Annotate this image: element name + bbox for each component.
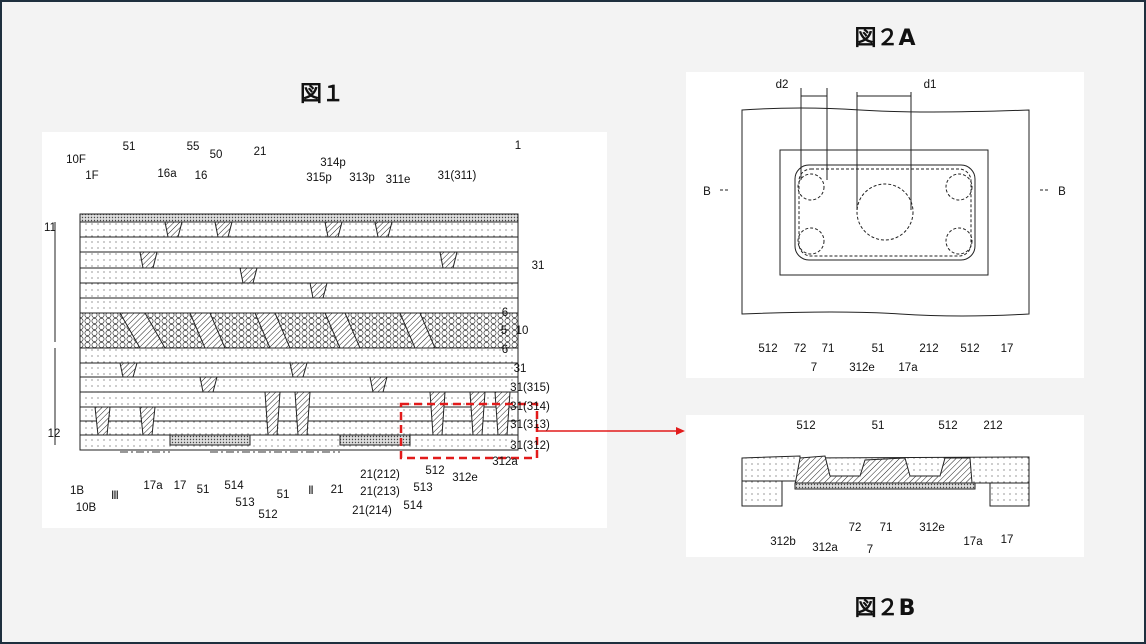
fig2b-label: 71 <box>879 522 893 534</box>
fig1-label: 21 <box>253 146 267 158</box>
fig1-label: 512 <box>425 465 445 477</box>
fig2a-label: B <box>1058 186 1066 198</box>
fig1-label: 10 <box>515 325 529 337</box>
fig2b-label: 212 <box>983 420 1003 432</box>
arrow-head-icon <box>676 427 685 435</box>
fig1-label: 51 <box>276 489 290 501</box>
fig1-label: 314p <box>320 157 346 169</box>
figure-2a-plan-view <box>720 88 1050 317</box>
fig1-label: 514 <box>224 480 244 492</box>
fig1-label: 21(213) <box>360 486 400 498</box>
fig2b-label: 72 <box>848 522 862 534</box>
fig1-label: 5 <box>500 325 508 337</box>
fig2a-label: B <box>703 186 711 198</box>
fig1-label: 31(312) <box>510 440 550 452</box>
fig2b-label: 7 <box>866 544 874 556</box>
fig1-label: 315p <box>306 172 332 184</box>
fig1-label: 1B <box>69 485 85 497</box>
figure-1-title: 図１ <box>299 82 345 107</box>
fig1-label: 21(214) <box>352 505 392 517</box>
fig2a-label: 72 <box>793 343 807 355</box>
fig1-label: 10F <box>66 154 86 166</box>
fig2b-label: 312a <box>812 542 838 554</box>
fig1-label: 55 <box>186 141 200 153</box>
fig1-label: 12 <box>47 428 61 440</box>
fig2b-label: 17 <box>1000 534 1014 546</box>
fig1-label: 31(314) <box>510 401 550 413</box>
fig1-label: 313p <box>349 172 375 184</box>
fig1-label: 11 <box>44 222 56 234</box>
fig1-label: 312e <box>452 472 478 484</box>
fig1-label: 31(311) <box>437 170 477 182</box>
fig2a-label: 312e <box>849 362 875 374</box>
fig1-label: 10B <box>75 502 97 514</box>
fig1-label: 31(315) <box>510 382 550 394</box>
fig2a-label: 7 <box>810 362 818 374</box>
fig2a-label: 17 <box>1000 343 1014 355</box>
fig1-label: 16a <box>157 168 177 180</box>
fig2b-label: 512 <box>938 420 958 432</box>
fig1-label: 513 <box>413 482 433 494</box>
fig1-label: 312a <box>492 456 518 468</box>
fig2b-label: 312b <box>770 536 796 548</box>
fig1-label: 6 <box>501 307 509 319</box>
fig1-label: 17a <box>143 480 163 492</box>
figure-1-cross-section <box>54 213 519 453</box>
fig1-label: 51 <box>122 141 136 153</box>
fig1-label: 21(212) <box>360 469 400 481</box>
fig2a-label: 51 <box>871 343 885 355</box>
fig1-label: 31 <box>513 363 527 375</box>
fig1-label: 51 <box>196 484 210 496</box>
fig1-label: 6 <box>501 344 509 356</box>
fig1-label: 1 <box>514 140 522 152</box>
fig2a-label: 17a <box>898 362 918 374</box>
fig1-label: Ⅱ <box>308 485 314 497</box>
fig2a-label: 512 <box>758 343 778 355</box>
fig1-label: 31 <box>531 260 545 272</box>
fig1-label: 31(313) <box>510 419 550 431</box>
fig1-label: 513 <box>235 497 255 509</box>
fig2b-label: 312e <box>919 522 945 534</box>
fig1-label: 50 <box>209 149 223 161</box>
fig1-label: 1F <box>85 170 99 182</box>
fig2b-label: 512 <box>796 420 816 432</box>
fig2a-label: 212 <box>919 343 939 355</box>
fig1-label: 21 <box>330 484 344 496</box>
fig2a-label: 512 <box>960 343 980 355</box>
fig2a-label: d2 <box>775 79 789 91</box>
fig1-label: 512 <box>258 509 278 521</box>
fig1-label: 16 <box>194 170 208 182</box>
fig2a-label: 71 <box>821 343 835 355</box>
fig1-label: Ⅲ <box>111 490 119 502</box>
fig1-label: 514 <box>403 500 423 512</box>
figure-2a-title: 図２A <box>854 26 916 51</box>
fig2b-label: 51 <box>871 420 885 432</box>
fig1-label: 311e <box>385 174 411 186</box>
fig1-label: 17 <box>173 480 187 492</box>
fig2a-label: d1 <box>923 79 937 91</box>
figure-2b-section-view <box>741 455 1030 507</box>
figure-2b-title: 図２B <box>854 596 916 621</box>
fig2b-label: 17a <box>963 536 983 548</box>
